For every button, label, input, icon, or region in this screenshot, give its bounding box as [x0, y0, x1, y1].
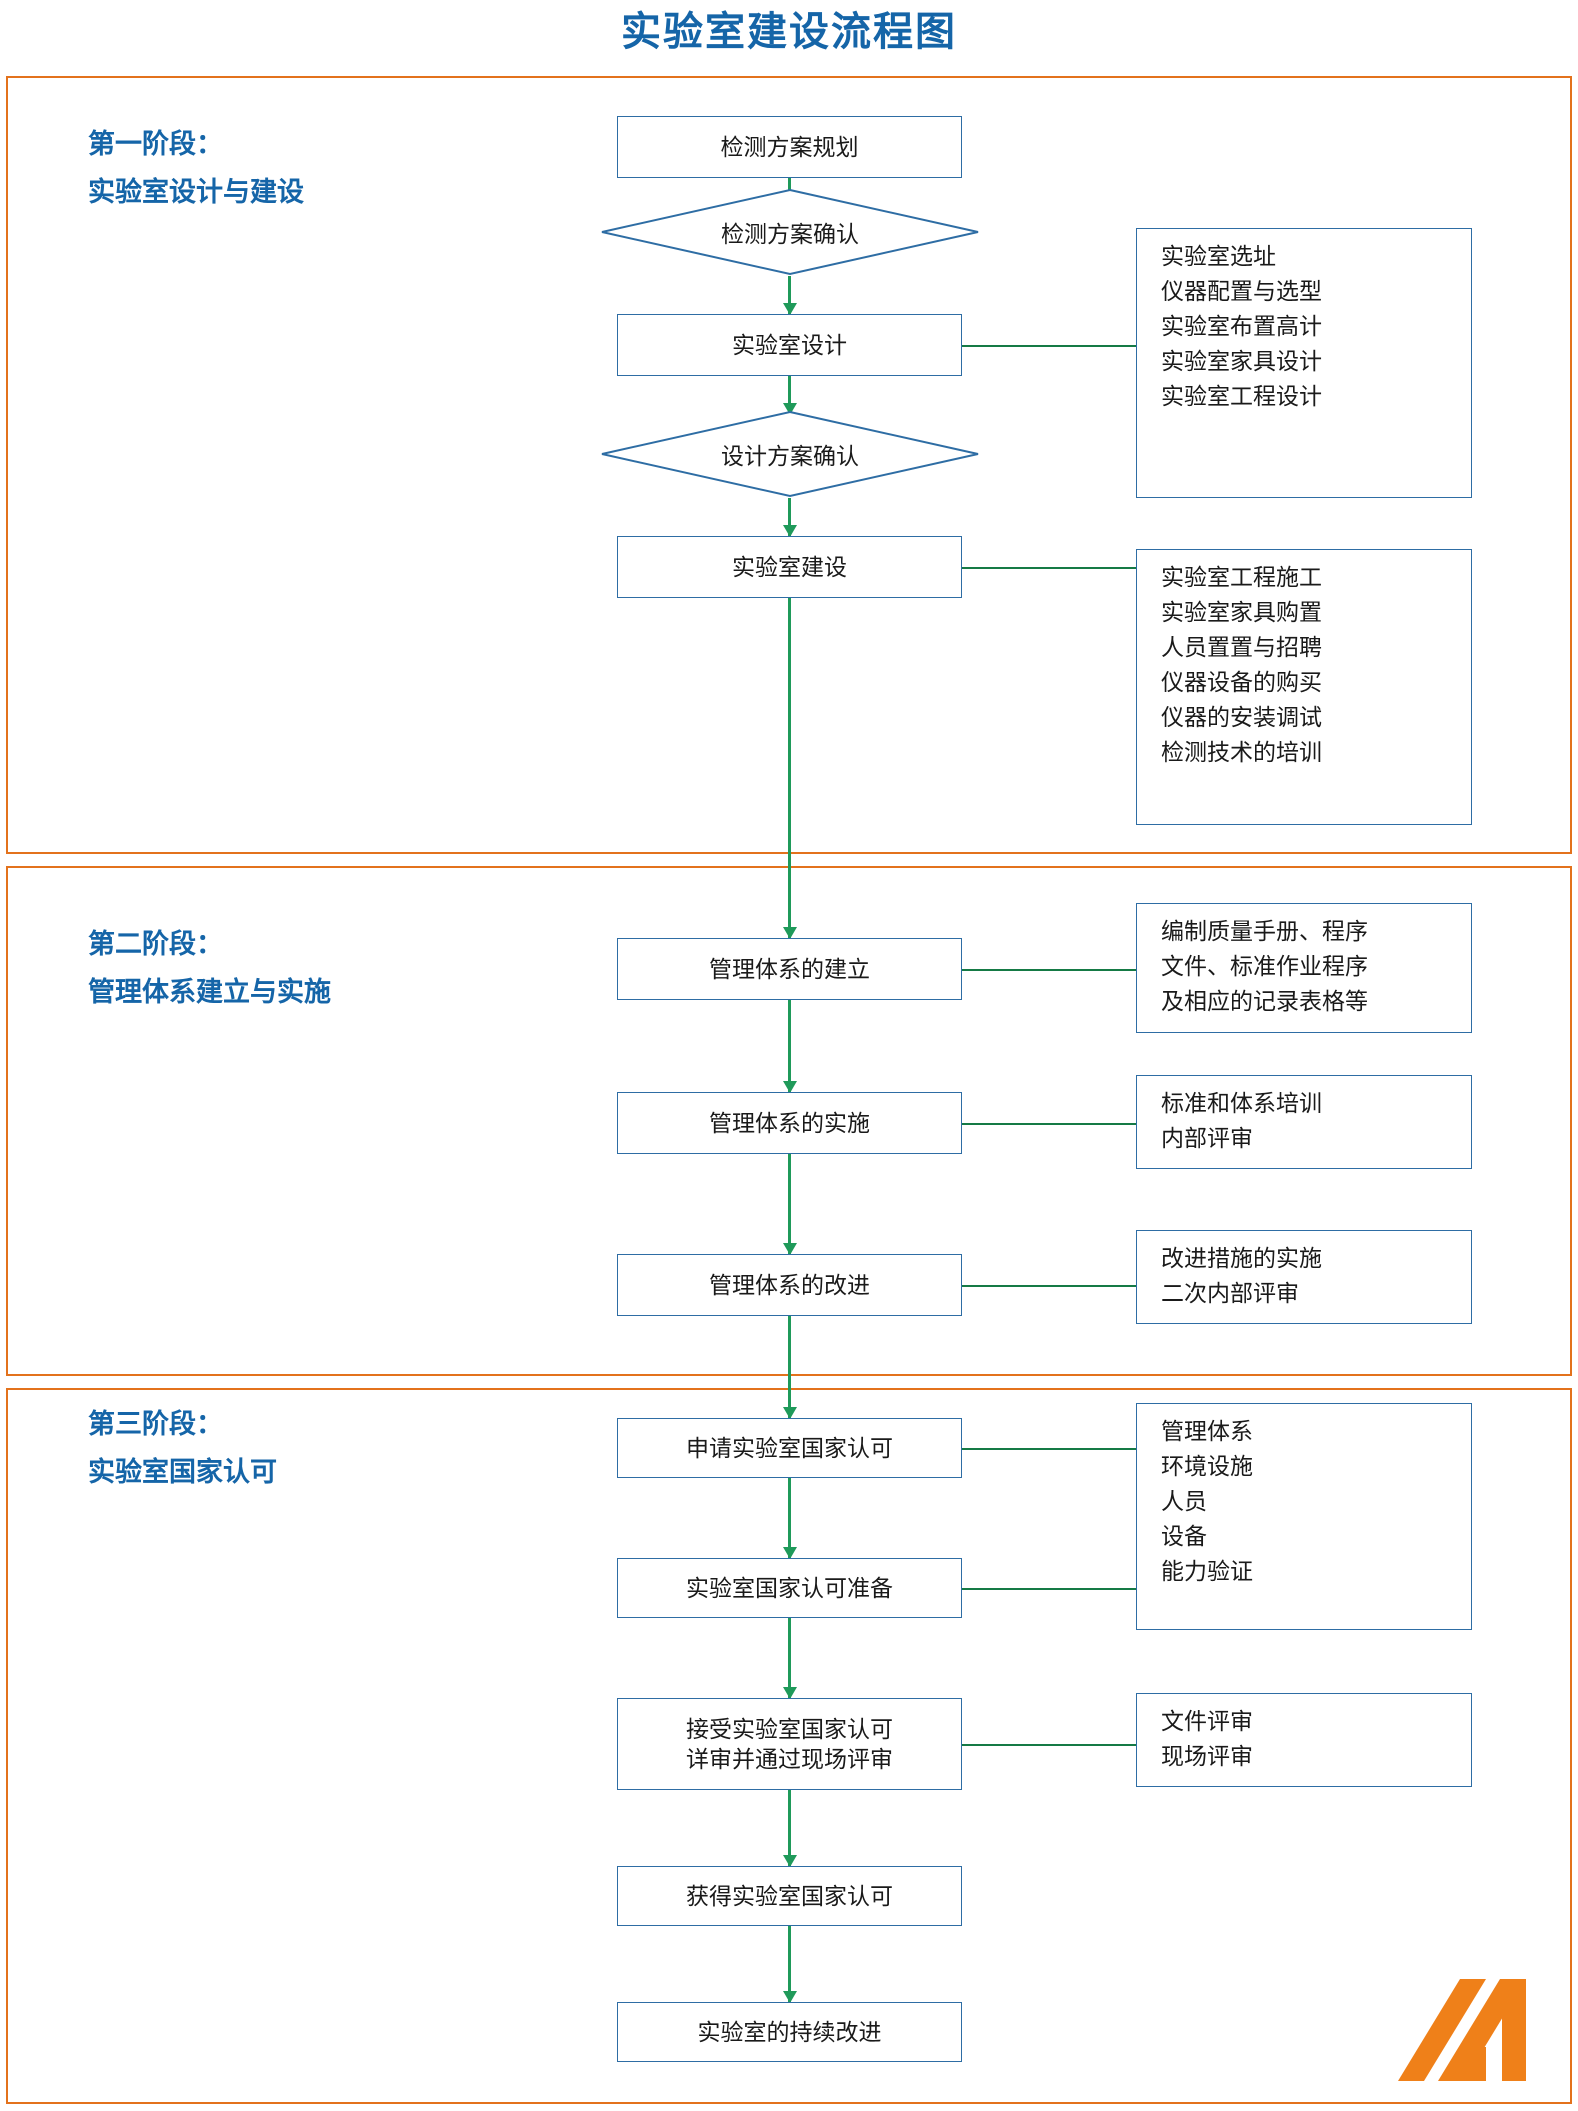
brand-logo-icon: [1398, 1979, 1526, 2081]
connector-line: [962, 567, 1136, 569]
node-detection-plan-planning[interactable]: 检测方案规划: [617, 116, 962, 178]
node-obtain-national-accreditation[interactable]: 获得实验室国家认可: [617, 1866, 962, 1926]
node-apply-national-accreditation[interactable]: 申请实验室国家认可: [617, 1418, 962, 1478]
connector-arrow: [788, 1926, 791, 2002]
note-review-types: 文件评审 现场评审: [1136, 1693, 1472, 1787]
stage-1-label-line1: 第一阶段：: [88, 129, 223, 159]
stage-1-label-line2: 实验室设计与建设: [88, 177, 304, 207]
node-lab-design[interactable]: 实验室设计: [617, 314, 962, 376]
page-title: 实验室建设流程图: [621, 10, 957, 54]
node-mgmt-system-implement[interactable]: 管理体系的实施: [617, 1092, 962, 1154]
decision-label: 检测方案确认: [721, 221, 859, 247]
connector-line: [962, 345, 1136, 347]
diamond-shape-icon: [601, 410, 979, 498]
connector-line: [962, 969, 1136, 971]
connector-line: [962, 1448, 1136, 1450]
brand-logo: [1398, 1969, 1548, 2089]
connector-arrow: [788, 1790, 791, 1866]
connector-arrow: [788, 276, 791, 314]
note-accreditation-scope: 管理体系 环境设施 人员 设备 能力验证: [1136, 1403, 1472, 1630]
connector-arrow: [788, 1154, 791, 1254]
stage-3-label: 第三阶段： 实验室国家认可: [88, 1400, 277, 1496]
connector-arrow: [788, 498, 791, 536]
connector-arrow: [788, 376, 791, 414]
decision-detection-plan-confirm[interactable]: 检测方案确认: [600, 188, 980, 276]
node-mgmt-system-establish[interactable]: 管理体系的建立: [617, 938, 962, 1000]
stage-3-label-line1: 第三阶段：: [88, 1409, 223, 1439]
note-mgmt-improve: 改进措施的实施 二次内部评审: [1136, 1230, 1472, 1324]
connector-line: [962, 1285, 1136, 1287]
decision-label: 设计方案确认: [721, 443, 859, 469]
connector-arrow-stage2-to-stage3: [788, 1316, 791, 1418]
note-mgmt-establish: 编制质量手册、程序 文件、标准作业程序 及相应的记录表格等: [1136, 903, 1472, 1033]
connector-line: [962, 1744, 1136, 1746]
stage-2-label-line2: 管理体系建立与实施: [88, 977, 331, 1007]
node-mgmt-system-improve[interactable]: 管理体系的改进: [617, 1254, 962, 1316]
stage-2-label: 第二阶段： 管理体系建立与实施: [88, 920, 331, 1016]
connector-arrow-stage1-to-stage2: [788, 598, 791, 938]
node-prepare-national-accreditation[interactable]: 实验室国家认可准备: [617, 1558, 962, 1618]
connector-arrow: [788, 1478, 791, 1558]
stage-1-label: 第一阶段： 实验室设计与建设: [88, 120, 304, 216]
stage-2-label-line1: 第二阶段：: [88, 929, 223, 959]
connector-line: [962, 1123, 1136, 1125]
connector-arrow: [788, 1000, 791, 1092]
note-mgmt-implement: 标准和体系培训 内部评审: [1136, 1075, 1472, 1169]
stage-3-label-line2: 实验室国家认可: [88, 1457, 277, 1487]
node-continuous-improvement[interactable]: 实验室的持续改进: [617, 2002, 962, 2062]
node-accept-onsite-review[interactable]: 接受实验室国家认可 详审并通过现场评审: [617, 1698, 962, 1790]
connector-line: [962, 1588, 1136, 1590]
connector-arrow: [788, 1618, 791, 1698]
note-lab-design: 实验室选址 仪器配置与选型 实验室布置高计 实验室家具设计 实验室工程设计: [1136, 228, 1472, 498]
note-lab-construction: 实验室工程施工 实验室家具购置 人员置置与招聘 仪器设备的购买 仪器的安装调试 …: [1136, 549, 1472, 825]
node-lab-construction[interactable]: 实验室建设: [617, 536, 962, 598]
decision-design-plan-confirm[interactable]: 设计方案确认: [600, 410, 980, 498]
diamond-shape-icon: [601, 188, 979, 276]
